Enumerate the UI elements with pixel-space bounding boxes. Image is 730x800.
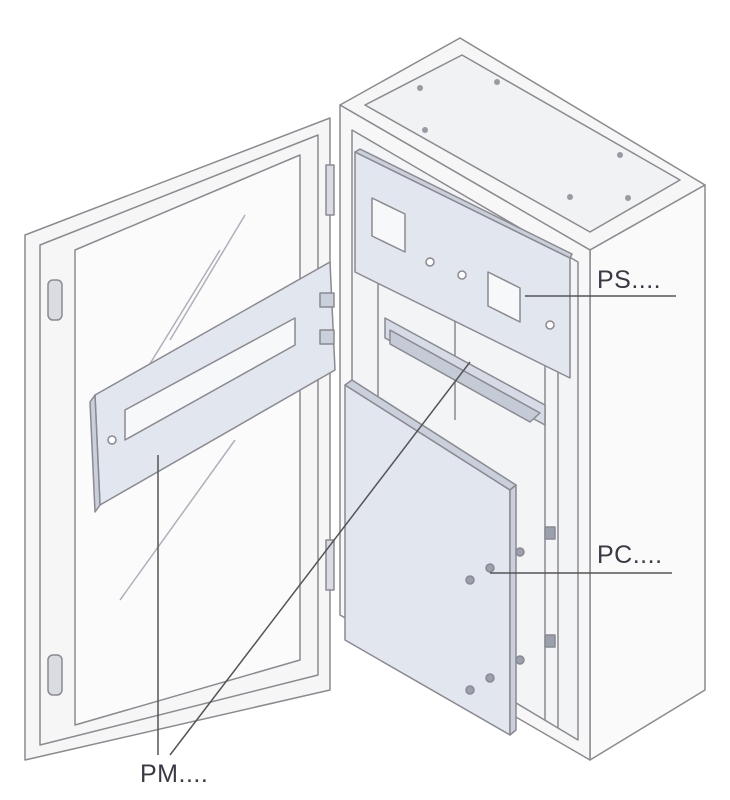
ps-cutout-right (487, 271, 521, 323)
leader-lines (157, 295, 676, 756)
hinges (325, 164, 335, 591)
label-pc: PC.... (597, 541, 663, 569)
ps-cutout-left (371, 197, 406, 253)
label-pm: PM.... (140, 760, 209, 788)
door-lock-icons (47, 279, 63, 696)
screws (465, 526, 556, 695)
pm-slot (124, 317, 296, 441)
label-ps: PS.... (597, 266, 662, 294)
door-seal (39, 134, 319, 746)
pm-clips (319, 292, 335, 345)
top-screws (417, 79, 631, 201)
cabinet-top-plate (364, 54, 681, 233)
